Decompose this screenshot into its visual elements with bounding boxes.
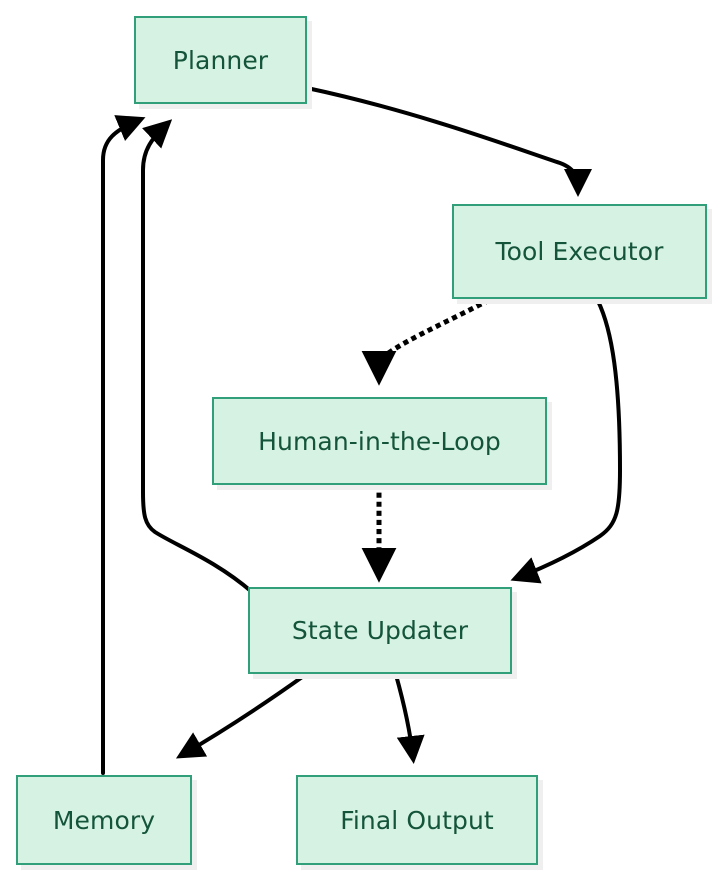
edge-memory-to-planner (101, 115, 146, 775)
edge-state-updater-to-final-output (394, 673, 425, 764)
edge-planner-to-tool-executor (305, 86, 592, 197)
edge-state-updater-to-memory (175, 673, 307, 759)
node-memory[interactable]: Memory (16, 775, 192, 865)
node-memory-label: Memory (52, 805, 156, 835)
edge-tool-executor-to-state-updater (510, 299, 623, 584)
node-state-updater[interactable]: State Updater (248, 587, 512, 674)
node-final-output-label: Final Output (340, 805, 494, 835)
node-final-output[interactable]: Final Output (296, 775, 538, 865)
node-human-in-the-loop-label: Human-in-the-Loop (258, 426, 501, 456)
edge-state-updater-to-planner (141, 119, 254, 594)
edge-tool-executor-to-human-in-the-loop (361, 297, 491, 386)
node-state-updater-label: State Updater (291, 616, 469, 645)
node-tool-executor[interactable]: Tool Executor (452, 204, 707, 299)
node-tool-executor-label: Tool Executor (495, 237, 664, 266)
node-human-in-the-loop[interactable]: Human-in-the-Loop (212, 397, 547, 485)
node-planner[interactable]: Planner (134, 16, 307, 104)
node-planner-label: Planner (172, 45, 269, 75)
